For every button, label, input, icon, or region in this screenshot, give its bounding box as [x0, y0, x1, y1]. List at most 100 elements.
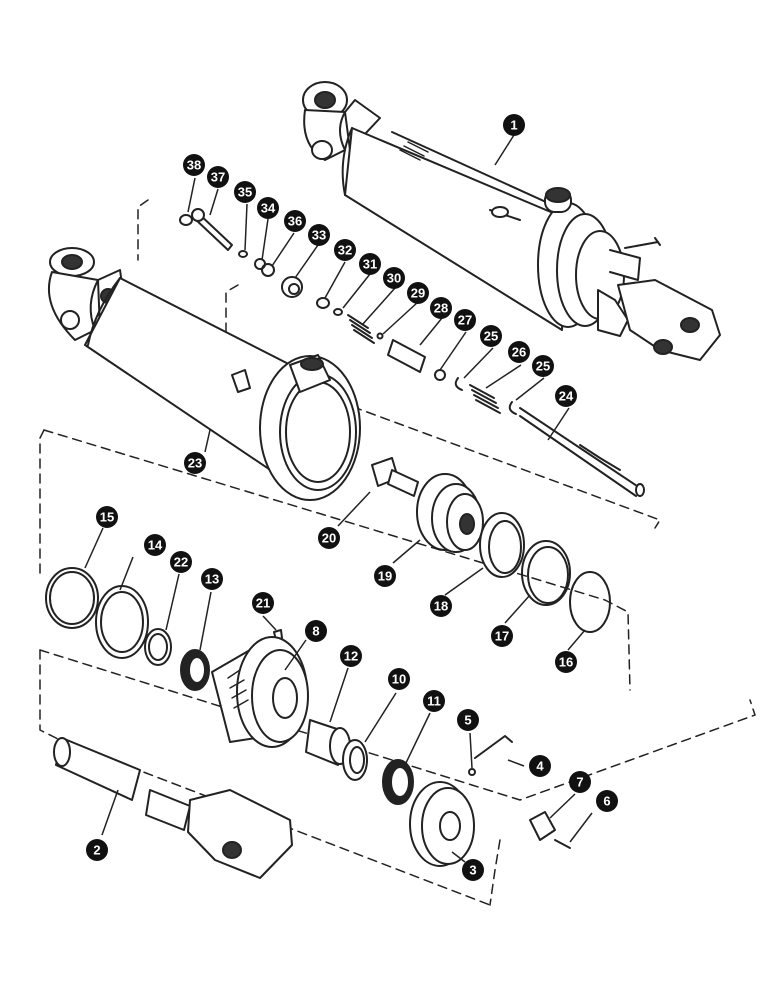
callout-label: 29 [411, 286, 425, 301]
callout-11: 11 [423, 690, 445, 712]
callout-circle [308, 224, 330, 246]
callout-17: 17 [491, 625, 513, 647]
callout-28: 28 [430, 297, 452, 319]
callout-circle [383, 267, 405, 289]
callout-label: 11 [427, 694, 441, 709]
cylinder-barrel [47, 247, 361, 501]
callout-label: 20 [322, 531, 336, 546]
callout-circle [491, 625, 513, 647]
callout-circle [334, 239, 356, 261]
callout-label: 26 [512, 345, 526, 360]
callout-circle [532, 355, 554, 377]
callout-7: 7 [569, 771, 591, 793]
callout-label: 16 [559, 655, 573, 670]
callout-12: 12 [340, 645, 362, 667]
callout-circle [305, 620, 327, 642]
small-parts-row [179, 208, 645, 497]
callout-circle [457, 709, 479, 731]
callout-2: 2 [86, 839, 108, 861]
callout-label: 8 [312, 624, 319, 639]
callout-circle [462, 859, 484, 881]
callout-13: 13 [201, 568, 223, 590]
seal-rings [45, 512, 611, 691]
callout-circle [184, 452, 206, 474]
callout-30: 30 [383, 267, 405, 289]
callout-label: 6 [603, 794, 610, 809]
callout-34: 34 [257, 197, 279, 219]
callout-20: 20 [318, 527, 340, 549]
callout-25: 25 [532, 355, 554, 377]
callout-label: 27 [458, 313, 472, 328]
callout-label: 10 [392, 672, 406, 687]
callout-27: 27 [454, 309, 476, 331]
callout-circle [374, 565, 396, 587]
gland-and-screw [211, 629, 309, 748]
piston-and-bolt [371, 457, 484, 553]
callout-circle [529, 755, 551, 777]
callout-8: 8 [305, 620, 327, 642]
callout-circle [503, 114, 525, 136]
assembled-cylinder [302, 81, 721, 361]
callout-35: 35 [234, 181, 256, 203]
callout-25: 25 [480, 325, 502, 347]
callout-label: 4 [536, 759, 544, 774]
callout-circle [340, 645, 362, 667]
callout-38: 38 [183, 154, 205, 176]
callout-10: 10 [388, 668, 410, 690]
callout-label: 14 [148, 538, 163, 553]
callout-label: 18 [434, 599, 448, 614]
callout-circle [596, 790, 618, 812]
callout-37: 37 [207, 166, 229, 188]
callout-1: 1 [503, 114, 525, 136]
callout-circle [407, 282, 429, 304]
callout-21: 21 [252, 592, 274, 614]
piston-rod [53, 737, 293, 879]
callout-circle [423, 690, 445, 712]
callout-circle [454, 309, 476, 331]
callout-14: 14 [144, 534, 166, 556]
callout-circle [252, 592, 274, 614]
callout-circle [170, 551, 192, 573]
callout-label: 38 [187, 158, 201, 173]
callout-label: 28 [434, 301, 448, 316]
callout-circle [207, 166, 229, 188]
callout-circle [284, 210, 306, 232]
callout-15: 15 [96, 506, 118, 528]
part-callouts: 1234567810111213141516171819202122232425… [86, 114, 618, 881]
callout-circle [388, 668, 410, 690]
callout-19: 19 [374, 565, 396, 587]
callout-circle [430, 595, 452, 617]
callout-32: 32 [334, 239, 356, 261]
callout-circle [86, 839, 108, 861]
leader-lines [84, 134, 593, 863]
callout-circle [555, 385, 577, 407]
callout-29: 29 [407, 282, 429, 304]
callout-22: 22 [170, 551, 192, 573]
callout-label: 23 [188, 456, 202, 471]
callout-circle [555, 651, 577, 673]
callout-label: 17 [495, 629, 509, 644]
callout-36: 36 [284, 210, 306, 232]
callout-label: 35 [238, 185, 252, 200]
callout-5: 5 [457, 709, 479, 731]
callout-label: 3 [469, 863, 476, 878]
callout-label: 32 [338, 243, 352, 258]
callout-label: 33 [312, 228, 326, 243]
callout-3: 3 [462, 859, 484, 881]
callout-label: 21 [256, 596, 270, 611]
callout-label: 19 [378, 569, 392, 584]
head-and-fittings [409, 735, 571, 867]
callout-33: 33 [308, 224, 330, 246]
callout-circle [480, 325, 502, 347]
callout-label: 13 [205, 572, 219, 587]
callout-6: 6 [596, 790, 618, 812]
callout-24: 24 [555, 385, 577, 407]
callout-label: 5 [464, 713, 471, 728]
callout-label: 31 [363, 257, 377, 272]
callout-circle [96, 506, 118, 528]
callout-label: 36 [288, 214, 302, 229]
callout-23: 23 [184, 452, 206, 474]
callout-circle [508, 341, 530, 363]
